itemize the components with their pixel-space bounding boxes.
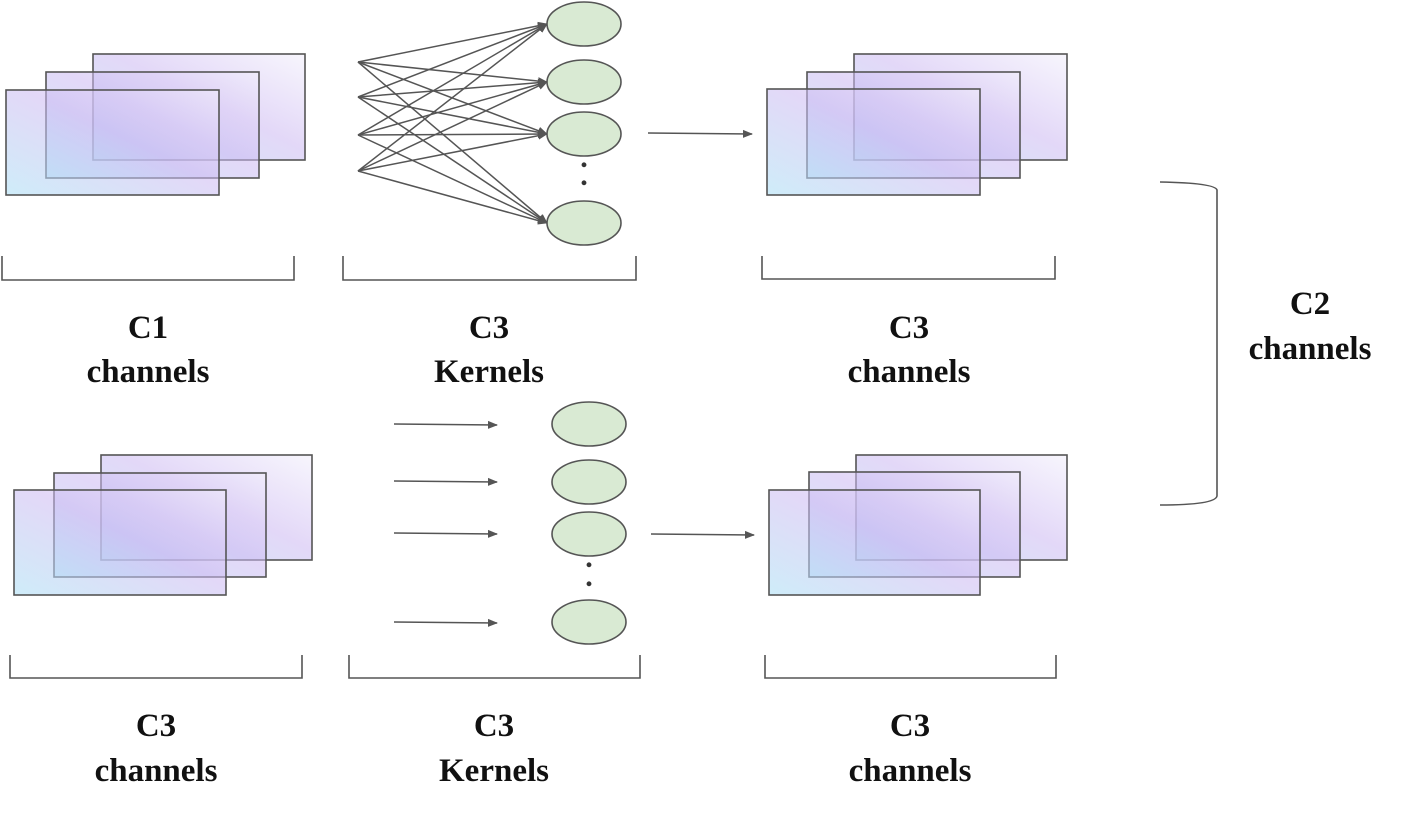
top-kernels-count-label: C3 (469, 310, 509, 346)
depthwise-arrow (393, 477, 498, 486)
total-count-label: C2 (1290, 286, 1330, 322)
bottom-output-feature-maps (768, 454, 1068, 596)
top-kernels-bracket (342, 256, 637, 281)
kernel-node (546, 59, 622, 105)
kernel-node (546, 200, 622, 246)
ellipsis-dot: . (585, 560, 593, 593)
bottom-kernels-count-label: C3 (474, 708, 514, 744)
bottom-output-count-label: C3 (890, 708, 930, 744)
top-input-feature-maps (5, 53, 306, 196)
feature-map (768, 489, 981, 596)
connection-arrow (357, 23, 548, 172)
connection-arrow (357, 81, 548, 172)
connection-arrow (357, 61, 548, 224)
ellipsis-dot: . (580, 141, 588, 174)
depthwise-arrow (393, 618, 498, 627)
feature-map (13, 489, 227, 596)
total-channels-bracket (1159, 181, 1218, 506)
ellipsis-dot: . (585, 541, 593, 574)
bottom-depthwise-arrows (393, 420, 498, 627)
top-output-count-label: C3 (889, 310, 929, 346)
top-input-bracket (1, 256, 295, 281)
bottom-output-bracket (764, 655, 1057, 679)
kernel-node (551, 599, 627, 645)
connection-arrow (357, 78, 548, 98)
top-input-count-label: C1 (128, 310, 168, 346)
connection-arrow (357, 134, 548, 224)
bottom-input-feature-maps (13, 454, 313, 596)
connection-arrow (357, 130, 548, 139)
top-input-unit-label: channels (87, 354, 210, 390)
kernel-node (546, 111, 622, 157)
top-output-arrow (647, 129, 753, 138)
bottom-kernels-bracket (348, 655, 641, 679)
bottom-output-unit-label: channels (849, 753, 972, 789)
total-unit-label: channels (1249, 331, 1372, 367)
top-output-feature-maps (766, 53, 1068, 196)
bottom-kernels-unit-label: Kernels (439, 753, 549, 789)
bottom-input-count-label: C3 (136, 708, 176, 744)
connection-arrow (357, 170, 548, 225)
bottom-kernel-nodes: . . (551, 401, 627, 645)
top-full-connections (357, 21, 548, 225)
feature-map (766, 88, 981, 196)
kernel-node (546, 1, 622, 47)
ellipsis-dot: . (580, 159, 588, 192)
connection-arrow (357, 23, 548, 98)
feature-map (5, 89, 220, 196)
connection-arrow (357, 96, 548, 137)
connection-arrow (357, 96, 548, 224)
top-output-bracket (761, 256, 1056, 280)
top-output-unit-label: channels (848, 354, 971, 390)
connection-arrow (357, 80, 548, 136)
kernel-node (551, 459, 627, 505)
top-kernels-unit-label: Kernels (434, 354, 544, 390)
connection-arrow (357, 21, 548, 63)
top-kernel-nodes: . . (546, 1, 622, 246)
depthwise-arrow (393, 420, 498, 429)
connection-arrow (357, 61, 548, 86)
depthwise-arrow (393, 529, 498, 538)
connection-arrow (357, 131, 548, 172)
kernel-node (551, 511, 627, 557)
bottom-input-bracket (9, 655, 303, 679)
kernel-node (551, 401, 627, 447)
bottom-input-unit-label: channels (95, 753, 218, 789)
connection-arrow (357, 23, 548, 136)
bottom-output-arrow (650, 530, 755, 539)
